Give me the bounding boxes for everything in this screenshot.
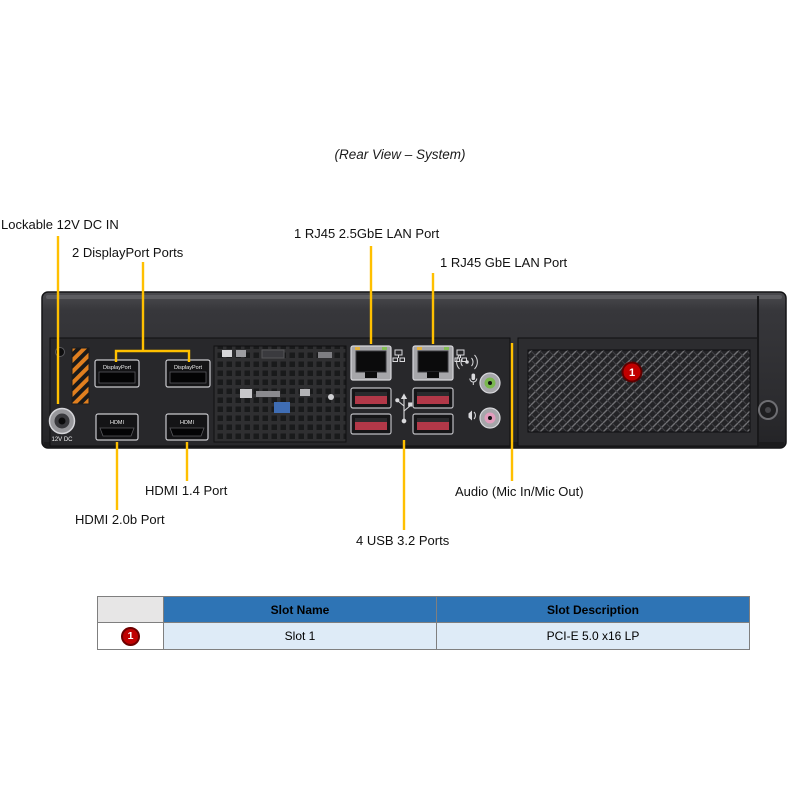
table-cell-slot-description: PCI-E 5.0 x16 LP — [436, 622, 750, 650]
pcie-slot-area: 1 — [527, 349, 751, 433]
audio-jack-line-out — [479, 372, 501, 394]
label-usb: 4 USB 3.2 Ports — [356, 533, 450, 548]
diagram-title: (Rear View – System) — [334, 147, 466, 162]
hdmi-port-1-label: HDMI — [110, 420, 125, 426]
lan-port-gbe — [412, 345, 454, 381]
hazard-stripe — [71, 347, 90, 405]
mic-out-icon — [468, 410, 476, 421]
hdmi-port-2-label: HDMI — [180, 420, 195, 426]
usb-port-4 — [412, 413, 454, 435]
slot1-marker: 1 — [621, 361, 643, 383]
label-hdmi-14: HDMI 1.4 Port — [145, 483, 228, 498]
hdmi-port-2: HDMI — [165, 413, 209, 441]
lan-port-2-5gbe — [350, 345, 392, 381]
label-dc-in: Lockable 12V DC IN — [1, 217, 119, 232]
antenna-icon — [456, 354, 478, 370]
dc-jack-label: 12V DC — [51, 437, 73, 443]
usb-ports — [350, 387, 454, 435]
label-hdmi-20b: HDMI 2.0b Port — [75, 512, 165, 527]
usb-port-2 — [412, 387, 454, 409]
callout-lines — [56, 236, 514, 530]
displayport-port-2: DisplayPort — [165, 359, 211, 388]
displayport-port-2-label: DisplayPort — [174, 365, 203, 371]
slot-table-header-row: Slot Name Slot Description — [97, 596, 750, 623]
table-header-slot-name: Slot Name — [163, 596, 437, 623]
table-marker-cell: 1 — [97, 622, 164, 650]
slot-table: Slot Name Slot Description 1 Slot 1 PCI-… — [97, 596, 750, 650]
table-slot1-marker-badge: 1 — [121, 626, 140, 646]
slot1-marker-number: 1 — [629, 367, 635, 379]
table-cell-slot-name: Slot 1 — [163, 622, 437, 650]
table-header-slot-description: Slot Description — [436, 596, 750, 623]
slot-table-data-row: 1 Slot 1 PCI-E 5.0 x16 LP — [97, 622, 750, 650]
dc-power-jack: 12V DC — [48, 407, 76, 443]
lan-icon-1 — [392, 349, 405, 362]
usb-icon — [395, 393, 413, 424]
callout-displayport — [114, 262, 191, 362]
vent-area-middle — [213, 345, 347, 443]
mic-in-icon — [469, 373, 478, 385]
usb-port-3 — [350, 413, 392, 435]
label-lan-gbe: 1 RJ45 GbE LAN Port — [440, 255, 568, 270]
table-corner-cell — [97, 596, 164, 623]
usb-port-1 — [350, 387, 392, 409]
label-displayport: 2 DisplayPort Ports — [72, 245, 184, 260]
displayport-port-1-label: DisplayPort — [103, 365, 132, 371]
hdmi-port-1: HDMI — [95, 413, 139, 441]
displayport-port-1: DisplayPort — [94, 359, 140, 388]
label-audio: Audio (Mic In/Mic Out) — [455, 484, 584, 499]
label-lan-25gbe: 1 RJ45 2.5GbE LAN Port — [294, 226, 440, 241]
thumbscrew — [758, 400, 778, 420]
audio-jack-mic — [479, 407, 501, 429]
